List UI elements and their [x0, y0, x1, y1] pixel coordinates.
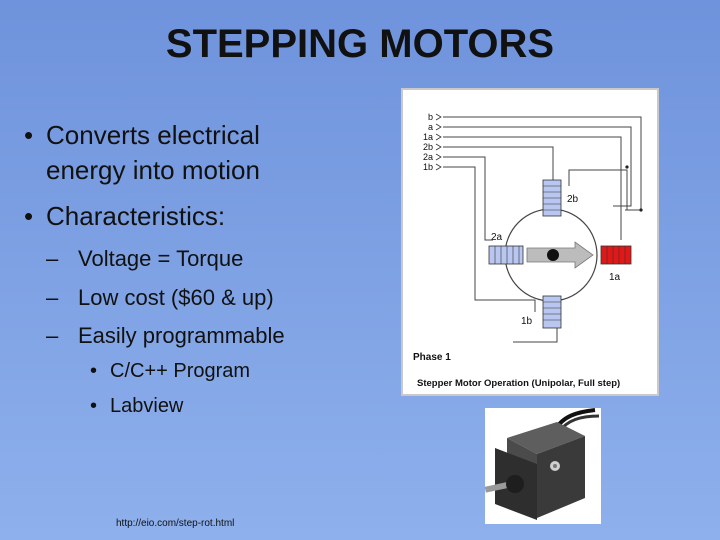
sub-sub-bullet-marker: •: [90, 395, 98, 417]
wire-label-1a: 1a: [423, 132, 433, 142]
wire-label-1b: 1b: [423, 162, 433, 172]
bullet-marker: •: [24, 120, 34, 150]
bullet-marker: •: [24, 201, 34, 231]
wire-label-2a: 2a: [423, 152, 433, 162]
coil-label-2b: 2b: [567, 194, 579, 205]
coil-1b: 1b: [521, 295, 562, 329]
sub-sub-bullet-marker: •: [90, 360, 98, 382]
wire-label-b: b: [428, 112, 433, 122]
source-url: http://eio.com/step-rot.html: [116, 518, 235, 529]
bullet-text: Characteristics:: [46, 201, 226, 231]
coil-2b: 2b: [542, 179, 579, 217]
wire-label-a: a: [428, 122, 433, 132]
sub-bullet-marker: –: [46, 246, 59, 271]
junction-dot: [625, 165, 629, 169]
sub-bullet-text: Low cost ($60 & up): [78, 285, 274, 310]
wires: [443, 116, 642, 343]
stepper-diagram: b a 1a 2b 2a 1b 2b: [401, 88, 659, 396]
sub-sub-bullet-text: Labview: [110, 395, 184, 417]
rotor-arrow: [526, 241, 594, 269]
junction-dot: [639, 208, 643, 212]
coil-1a-body: [600, 245, 632, 265]
sub-bullet-marker: –: [46, 285, 59, 310]
stepper-diagram-svg: b a 1a 2b 2a 1b 2b: [413, 112, 643, 389]
coil-label-1b: 1b: [521, 316, 533, 327]
bullet-text: energy into motion: [46, 155, 260, 185]
coil-1a: 1a: [600, 245, 632, 283]
sub-sub-bullet-text: C/C++ Program: [110, 360, 251, 382]
sub-bullet-text: Easily programmable: [78, 323, 285, 348]
rotor-shaft: [547, 249, 559, 261]
diagram-caption: Stepper Motor Operation (Unipolar, Full …: [417, 378, 620, 389]
phase-label: Phase 1: [413, 352, 451, 363]
coil-2a-body: [488, 245, 524, 265]
coil-2a: 2a: [488, 232, 524, 265]
slide-title: STEPPING MOTORS: [165, 22, 555, 66]
wire-arrows: [435, 113, 442, 171]
coil-label-2a: 2a: [491, 232, 503, 243]
sub-bullet-marker: –: [46, 323, 59, 348]
wire-label-2b: 2b: [423, 142, 433, 152]
sub-bullet-text: Voltage = Torque: [78, 246, 244, 271]
motor-photo-svg: [484, 408, 600, 520]
coil-label-1a: 1a: [609, 272, 621, 283]
bullet-text: Converts electrical: [46, 120, 260, 150]
wire-labels: b a 1a 2b 2a 1b: [423, 112, 433, 172]
coil-1b-body: [542, 295, 562, 329]
motor-photo: [484, 408, 601, 524]
